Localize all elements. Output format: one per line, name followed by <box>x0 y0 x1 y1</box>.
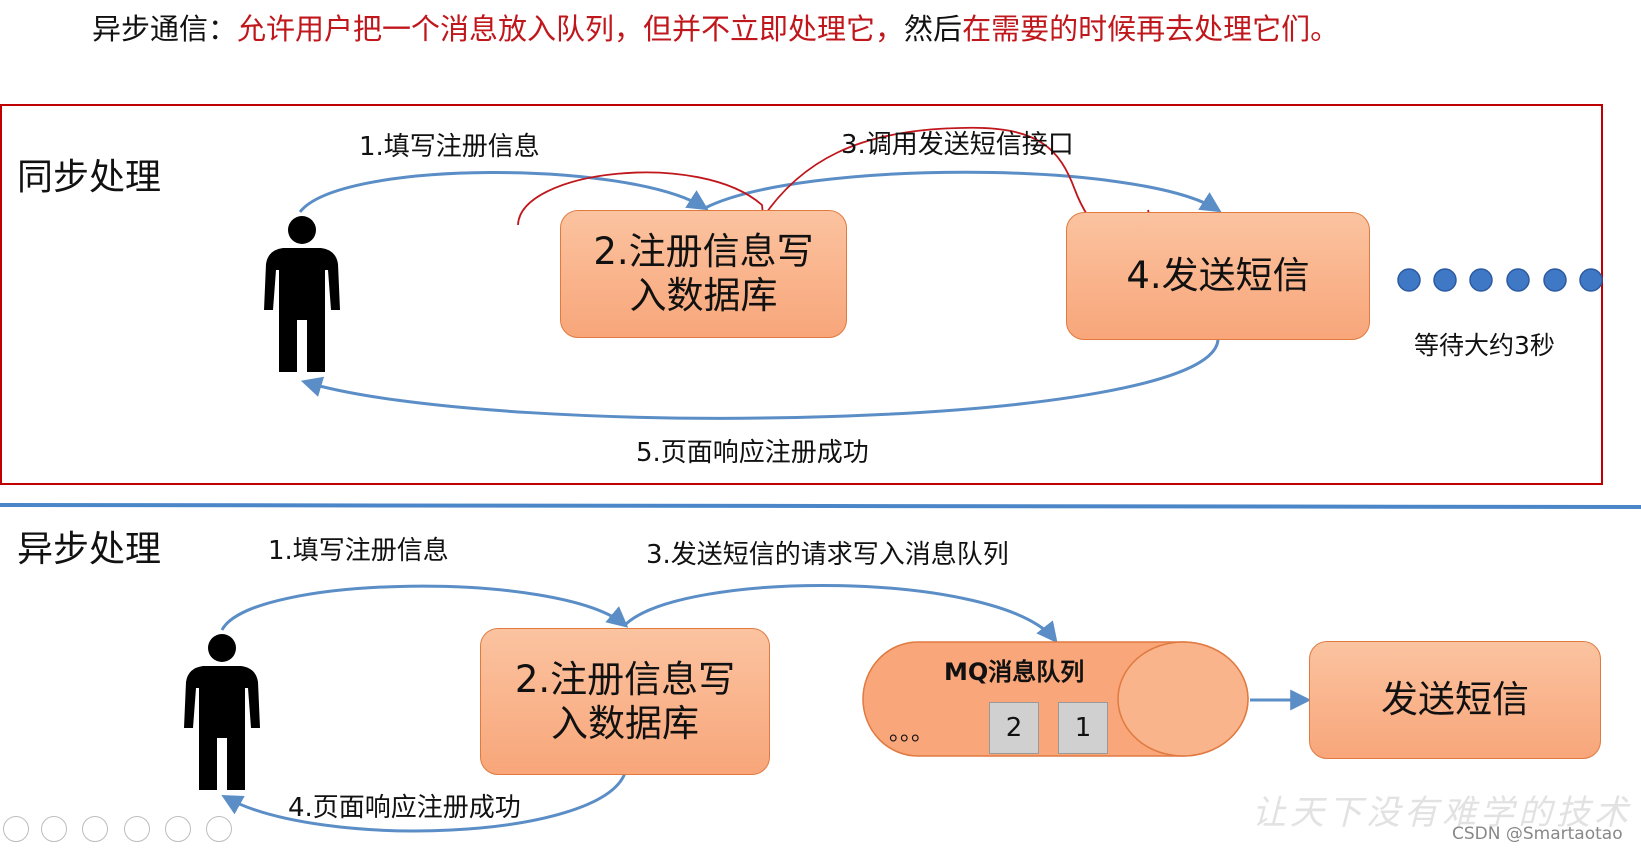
sync-arrow-5 <box>300 339 1220 420</box>
wait-dot <box>1579 268 1603 292</box>
sync-db-line2: 入数据库 <box>629 274 778 317</box>
async-db-box: 2.注册信息写 入数据库 <box>480 628 770 775</box>
sync-section-label: 同步处理 <box>17 157 162 198</box>
mq-capsule-end <box>1117 641 1249 757</box>
next-slide-icon[interactable] <box>41 816 67 842</box>
async-edge-4-label: 4.页面响应注册成功 <box>288 793 521 823</box>
sync-arrow-3 <box>704 170 1222 213</box>
wait-dot <box>1506 268 1530 292</box>
csdn-credit: CSDN @Smartaotao <box>1452 824 1623 844</box>
async-arrow-1 <box>220 584 629 631</box>
wait-dot <box>1397 268 1421 292</box>
mq-slot-1: 1 <box>1058 702 1108 754</box>
async-section-label: 异步处理 <box>17 529 162 570</box>
sync-frame <box>0 104 1603 485</box>
async-edge-3-label: 3.发送短信的请求写入消息队列 <box>646 540 1009 570</box>
red-annotation-1 <box>517 171 764 226</box>
header-part1: 允许用户把一个消息放入队列， <box>237 12 644 46</box>
async-sms-label: 发送短信 <box>1381 678 1529 721</box>
sync-arrow-1 <box>298 171 709 213</box>
user-sync-icon <box>264 216 340 372</box>
pen-icon[interactable] <box>82 816 108 842</box>
async-sms-box: 发送短信 <box>1309 641 1601 759</box>
user-async-icon <box>184 634 260 790</box>
sync-sms-label: 4.发送短信 <box>1126 254 1310 297</box>
mq-slot-2: 2 <box>989 702 1039 754</box>
sync-edge-1-label: 1.填写注册信息 <box>359 132 540 162</box>
sync-edge-3-label: 3.调用发送短信接口 <box>841 130 1074 160</box>
header-sentence: 异步通信：允许用户把一个消息放入队列，但并不立即处理它，然后在需要的时候再去处理… <box>92 6 1339 48</box>
sync-db-box: 2.注册信息写 入数据库 <box>560 210 847 338</box>
mq-title: MQ消息队列 <box>944 658 1085 686</box>
header-prefix: 异步通信： <box>92 12 238 46</box>
header-part3: 然后 <box>904 12 963 46</box>
slides-grid-icon[interactable] <box>124 816 150 842</box>
async-db-line2: 入数据库 <box>551 701 699 745</box>
zoom-icon[interactable] <box>165 816 191 842</box>
header-part4: 在需要的时候再去处理它们。 <box>962 12 1340 46</box>
async-arrow-3 <box>623 583 1058 644</box>
async-arrow-4 <box>221 772 627 833</box>
async-db-line1: 2.注册信息写 <box>514 657 736 701</box>
more-options-icon[interactable] <box>206 816 232 842</box>
sync-edge-5-label: 5.页面响应注册成功 <box>636 438 869 468</box>
mq-ellipsis: 。。。 <box>889 721 934 746</box>
async-edge-1-label: 1.填写注册信息 <box>268 536 449 566</box>
wait-dot <box>1543 268 1567 292</box>
header-part2: 但并不立即处理它， <box>643 12 905 46</box>
wait-dot <box>1469 268 1493 292</box>
watermark: 让天下没有难学的技术 <box>1252 793 1632 833</box>
wait-label: 等待大约3秒 <box>1414 331 1555 360</box>
wait-dot <box>1433 268 1457 292</box>
prev-slide-icon[interactable] <box>3 816 29 842</box>
sync-db-line1: 2.注册信息写 <box>593 230 814 273</box>
section-divider <box>0 503 1641 509</box>
waiting-dots <box>1397 268 1603 292</box>
sync-sms-box: 4.发送短信 <box>1066 212 1370 340</box>
